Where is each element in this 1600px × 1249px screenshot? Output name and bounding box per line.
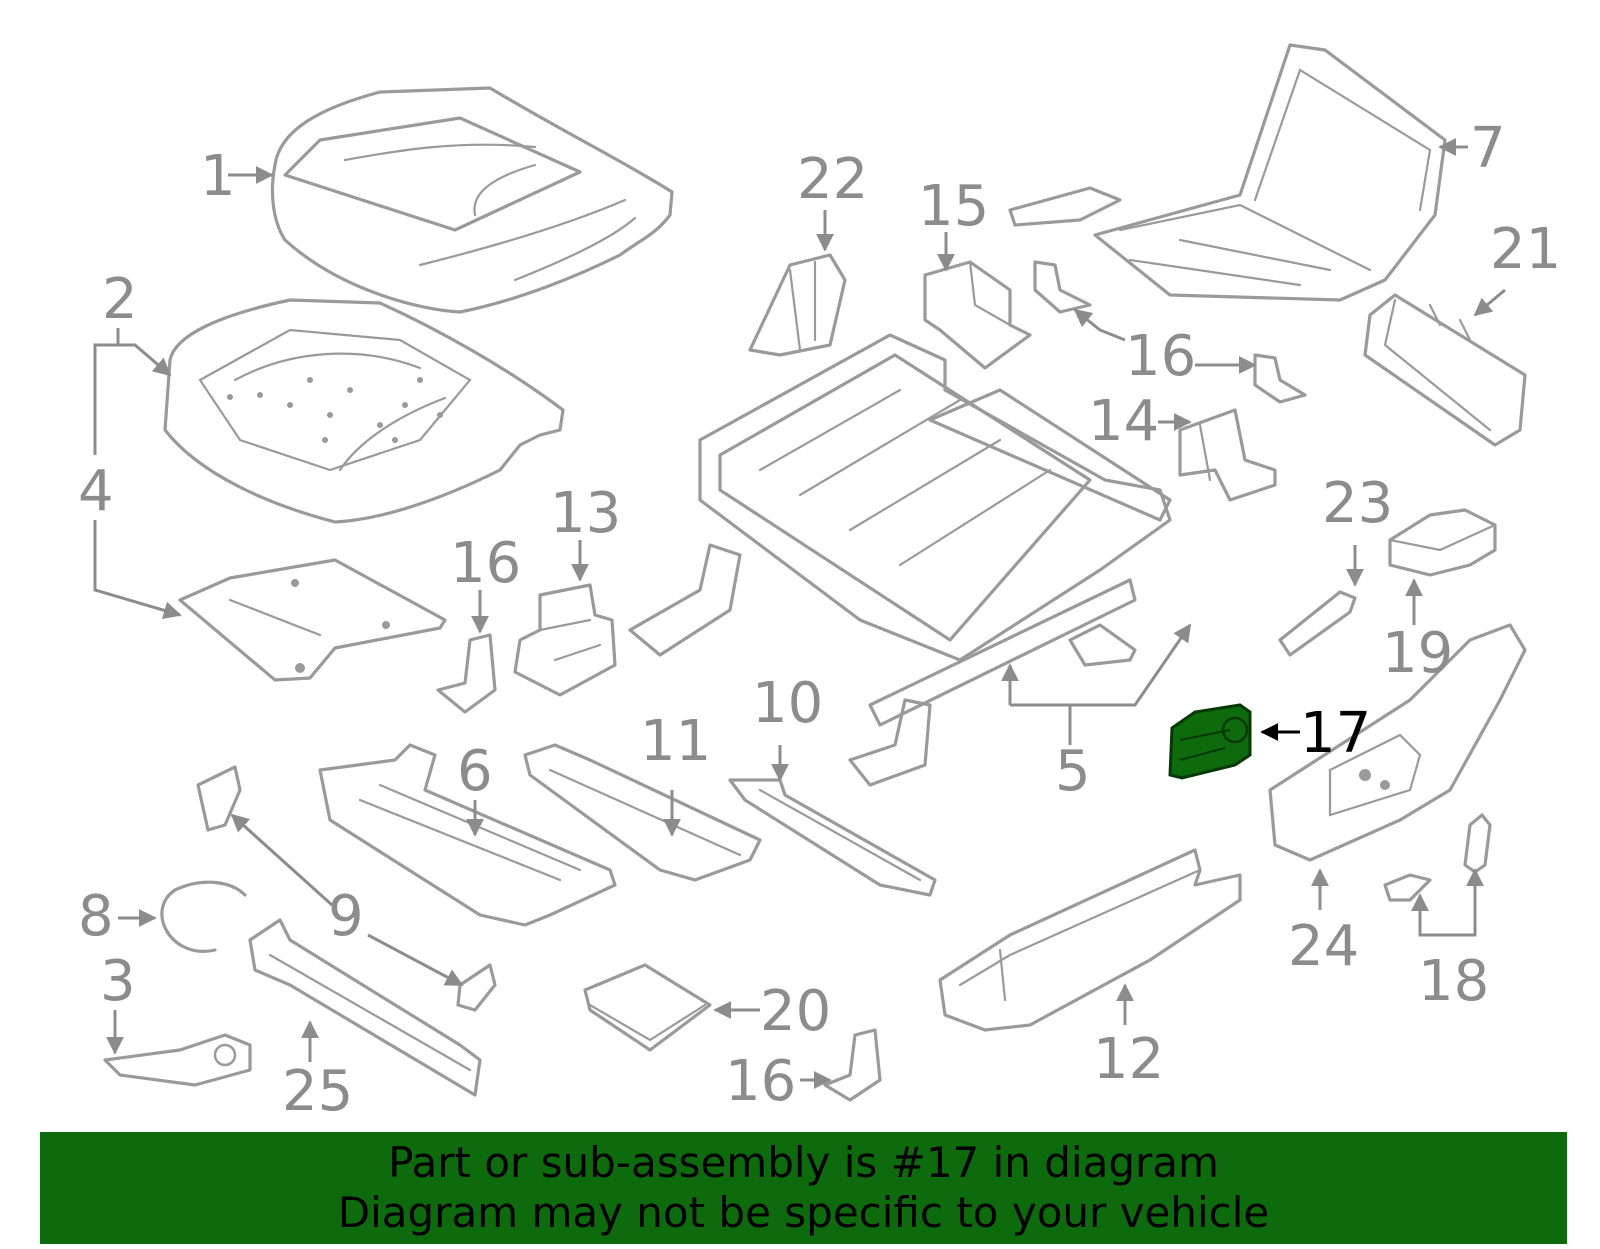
- part-20-module: [583, 963, 712, 1052]
- part-4-pad-liner: [178, 558, 447, 682]
- callout-9[interactable]: 9: [328, 884, 364, 949]
- part-8-wire: [160, 880, 247, 953]
- callout-18[interactable]: 18: [1418, 949, 1489, 1014]
- part-14-bracket: [1178, 408, 1277, 502]
- callout-23[interactable]: 23: [1322, 471, 1393, 536]
- part-1-cushion-cover: [270, 86, 674, 314]
- callout-7[interactable]: 7: [1470, 116, 1506, 181]
- callout-21[interactable]: 21: [1490, 217, 1561, 282]
- part-12-outer-shield: [938, 848, 1242, 1032]
- callout-22[interactable]: 22: [797, 147, 868, 212]
- callout-12[interactable]: 12: [1093, 1027, 1164, 1092]
- callout-20[interactable]: 20: [760, 979, 831, 1044]
- callout-16-upper[interactable]: 16: [1125, 324, 1196, 389]
- part-21-module: [1363, 293, 1527, 447]
- info-banner: Part or sub-assembly is #17 in diagram D…: [40, 1132, 1567, 1244]
- part-22-trim-piece: [748, 253, 847, 357]
- callout-15[interactable]: 15: [918, 174, 989, 239]
- part-25-trim-strip: [248, 918, 482, 1097]
- part-13-housing: [513, 583, 617, 697]
- part-15-bracket: [923, 260, 1032, 370]
- callout-10[interactable]: 10: [752, 671, 823, 736]
- part-24-side-shield: [1268, 623, 1527, 862]
- banner-line-2: Diagram may not be specific to your vehi…: [337, 1188, 1270, 1237]
- callout-8[interactable]: 8: [78, 884, 114, 949]
- callout-1[interactable]: 1: [200, 144, 236, 209]
- banner-line-1: Part or sub-assembly is #17 in diagram: [388, 1138, 1219, 1187]
- callout-25[interactable]: 25: [282, 1059, 353, 1124]
- callout-3[interactable]: 3: [100, 949, 136, 1014]
- part-23-lever: [1278, 590, 1357, 657]
- part-19-knob: [1388, 508, 1497, 577]
- callout-11[interactable]: 11: [640, 709, 711, 774]
- callout-16-lower[interactable]: 16: [725, 1049, 796, 1114]
- part-5-seat-frame: [628, 333, 1172, 787]
- callout-14[interactable]: 14: [1088, 389, 1159, 454]
- callout-5[interactable]: 5: [1055, 739, 1091, 804]
- callout-19[interactable]: 19: [1382, 621, 1453, 686]
- part-2-seat-pad: [163, 298, 565, 524]
- callout-17[interactable]: 17: [1300, 701, 1371, 766]
- part-11-track: [523, 743, 762, 882]
- callout-16-middle[interactable]: 16: [450, 531, 521, 596]
- part-9-covers: [196, 765, 497, 1012]
- callout-labels: 1 2 4 7 22 15 16 21 14 13 16 23 19 5 17 …: [78, 116, 1561, 1124]
- leader-lines: [93, 138, 1506, 1089]
- part-16-upper-clips: [1033, 260, 1307, 404]
- callout-2[interactable]: 2: [102, 267, 138, 332]
- callout-13[interactable]: 13: [550, 481, 621, 546]
- part-7-back-frame: [1008, 43, 1447, 302]
- part-16-middle-clip: [436, 633, 497, 714]
- callout-24[interactable]: 24: [1288, 914, 1359, 979]
- part-10-rail: [728, 778, 937, 897]
- part-16-lower-clip: [823, 1028, 882, 1102]
- part-3-harness: [103, 1033, 252, 1087]
- callout-4[interactable]: 4: [78, 459, 114, 524]
- part-17-switch-highlighted[interactable]: [1168, 703, 1252, 780]
- callout-6[interactable]: 6: [457, 739, 493, 804]
